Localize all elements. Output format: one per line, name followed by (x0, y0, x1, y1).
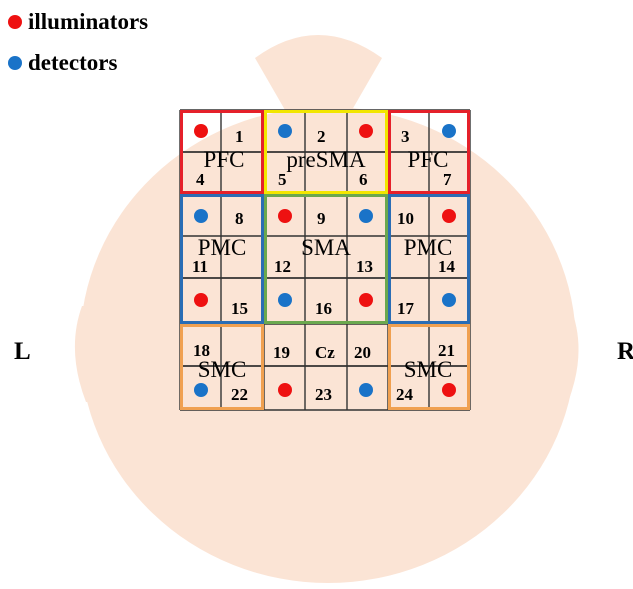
optode-illuminator (359, 124, 373, 138)
optode-detector (442, 124, 456, 138)
optode-detector (194, 209, 208, 223)
channel-4: 4 (196, 170, 205, 189)
channel-10: 10 (397, 209, 414, 228)
optode-illuminator (278, 383, 292, 397)
optode-illuminator (359, 293, 373, 307)
channel-2: 2 (317, 127, 326, 146)
channel-22: 22 (231, 385, 248, 404)
legend-detectors-label: detectors (28, 50, 117, 75)
channel-5: 5 (278, 170, 287, 189)
left-ear (75, 306, 104, 402)
channel-16: 16 (315, 299, 332, 318)
optode-detector (359, 209, 373, 223)
channel-19: 19 (273, 343, 290, 362)
channel-11: 11 (192, 257, 208, 276)
channel-23: 23 (315, 385, 332, 404)
optode-illuminator (442, 383, 456, 397)
channel-3: 3 (401, 127, 410, 146)
channel-13: 13 (356, 257, 373, 276)
channel-1: 1 (235, 127, 244, 146)
optode-detector (194, 383, 208, 397)
channel-12: 12 (274, 257, 291, 276)
optode-detector (278, 293, 292, 307)
nose (255, 35, 382, 110)
optode-illuminator (442, 209, 456, 223)
channel-18: 18 (193, 341, 210, 360)
optode-detector (278, 124, 292, 138)
channel-9: 9 (317, 209, 326, 228)
right-ear (552, 306, 579, 402)
channel-24: 24 (396, 385, 414, 404)
region-label-pfc-left: PFC (204, 147, 245, 172)
optode-detector (359, 383, 373, 397)
region-label-smc-left: SMC (198, 357, 247, 382)
side-label-right: R (617, 338, 633, 365)
channel-14: 14 (438, 257, 456, 276)
region-label-smc-right: SMC (404, 357, 453, 382)
channel-15: 15 (231, 299, 248, 318)
region-label-sma: SMA (301, 235, 351, 260)
region-label-pfc-right: PFC (408, 147, 449, 172)
channel-20: 20 (354, 343, 371, 362)
region-label-presma: preSMA (286, 147, 366, 172)
optode-illuminator (194, 124, 208, 138)
legend-illuminators-label: illuminators (28, 9, 148, 34)
legend-illuminator-dot (8, 15, 22, 29)
channel-7: 7 (443, 170, 452, 189)
legend-detector-dot (8, 56, 22, 70)
channel-6: 6 (359, 170, 368, 189)
optode-illuminator (194, 293, 208, 307)
channel-center-cz: Cz (315, 343, 335, 362)
channel-17: 17 (397, 299, 415, 318)
side-label-left: L (14, 338, 31, 365)
legend: illuminators detectors (8, 9, 148, 75)
optode-illuminator (278, 209, 292, 223)
optode-detector (442, 293, 456, 307)
channel-21: 21 (438, 341, 455, 360)
channel-8: 8 (235, 209, 244, 228)
